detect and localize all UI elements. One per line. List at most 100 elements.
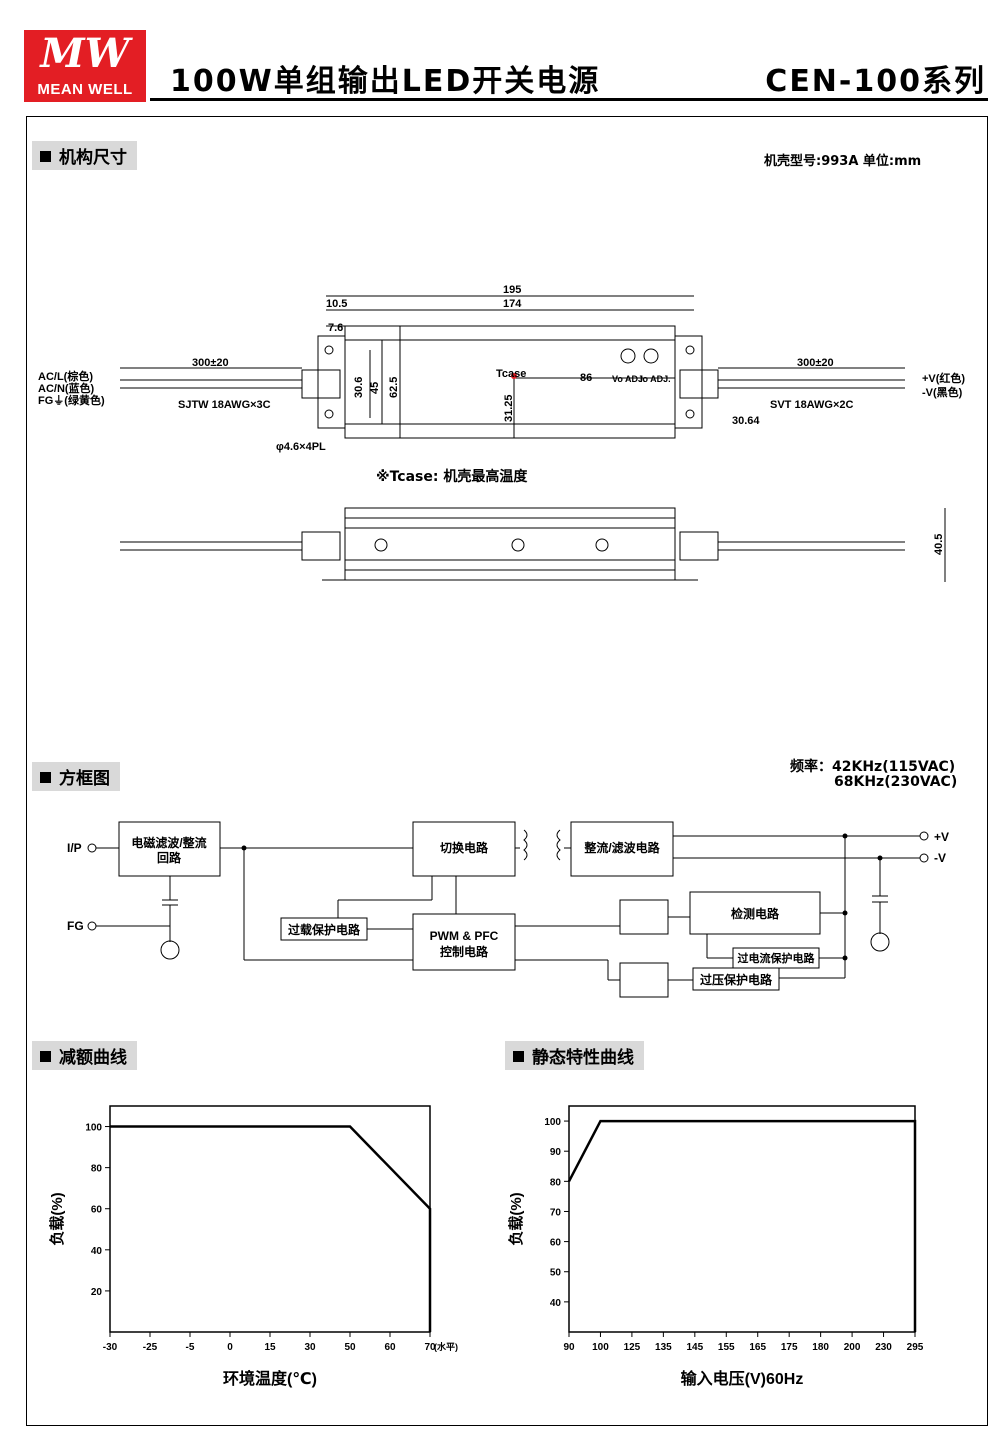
dim-7-6: 7.6 <box>328 322 343 334</box>
content-frame <box>26 116 988 1426</box>
data-point <box>349 1126 351 1128</box>
freq-line1: 频率：42KHz(115VAC) <box>790 759 956 775</box>
data-point <box>109 1126 111 1128</box>
block-pwm <box>412 913 516 971</box>
x-tick-label: 180 <box>812 1342 829 1353</box>
block-rect <box>570 821 674 877</box>
olp-label: 过载保护电路 <box>288 922 361 937</box>
y-tick-label: 40 <box>91 1246 103 1257</box>
x-tick-label: -25 <box>143 1342 158 1353</box>
data-point <box>914 1120 916 1122</box>
y-tick-label: 80 <box>91 1164 103 1175</box>
x-tick-label: 100 <box>592 1342 609 1353</box>
transformer-secondary-icon <box>556 829 561 861</box>
x-tick-label: 135 <box>655 1342 672 1353</box>
block-ovp <box>692 967 780 991</box>
vplus-label: +V <box>934 830 949 844</box>
ip-label: I/P <box>67 841 82 855</box>
header-rule <box>150 98 988 101</box>
x-tick-label: 175 <box>781 1342 798 1353</box>
dim-30-6: 30.6 <box>353 377 365 398</box>
y-tick-label: 20 <box>91 1287 103 1298</box>
derating-label: 减额曲线 <box>59 1048 127 1068</box>
x-tick-label: 230 <box>875 1342 892 1353</box>
rect-label: 整流/滤波电路 <box>583 840 660 855</box>
logo-mark: MW <box>40 30 130 77</box>
x-tick-label: 0 <box>227 1342 233 1353</box>
dim-cable-in: 300±20 <box>192 357 229 369</box>
section-mechanical: 机构尺寸 <box>32 141 137 170</box>
ocp-label: 过电流保护电路 <box>738 951 816 965</box>
dim-body: 174 <box>503 298 522 310</box>
data-point <box>568 1180 570 1182</box>
y-tick-label: 80 <box>550 1177 562 1188</box>
data-point <box>429 1331 431 1333</box>
section-block-label: 方框图 <box>59 769 110 789</box>
x-tick-label: -5 <box>186 1342 195 1353</box>
x-tick-label: 125 <box>624 1342 641 1353</box>
data-point <box>429 1208 431 1210</box>
case-info: 机壳型号:993A 单位:mm <box>764 154 922 169</box>
dim-62-5: 62.5 <box>388 377 400 398</box>
pwm-label-2: 控制电路 <box>440 944 489 959</box>
section-block-diagram: 方框图 <box>32 762 120 791</box>
y-tick-label: 50 <box>550 1268 562 1279</box>
emi-label: 电磁滤波/整流 <box>131 835 206 850</box>
y-tick-label: 70 <box>550 1207 562 1218</box>
section-mechanical-label: 机构尺寸 <box>59 148 127 168</box>
fg-label: FG <box>67 919 84 933</box>
x-axis-label: 输入电压(V)60Hz <box>681 1369 804 1388</box>
x-tick-label: 60 <box>384 1342 396 1353</box>
label-vo-adj: Vo ADJ. <box>612 374 646 384</box>
x-tick-label: 200 <box>844 1342 861 1353</box>
section-static: 静态特性曲线 <box>505 1041 644 1070</box>
label-fg: FG⏚(绿黄色) <box>38 393 105 407</box>
x-tick-label: 50 <box>344 1342 356 1353</box>
tcase-note: ※Tcase: 机壳最高温度 <box>376 469 528 485</box>
dim-cable-out: 300±20 <box>797 357 834 369</box>
x-axis-label: 环境温度(℃) <box>223 1369 317 1388</box>
freq-line2: 68KHz(230VAC) <box>834 774 958 790</box>
switch-label: 切换电路 <box>440 840 489 855</box>
dim-40-5: 40.5 <box>933 534 945 555</box>
data-point <box>599 1120 601 1122</box>
vminus-label: -V <box>934 851 946 865</box>
label-vplus: +V(红色) <box>922 371 965 385</box>
case-side-view <box>344 507 676 581</box>
x-tick-label: 145 <box>686 1342 703 1353</box>
series-line <box>110 1125 432 1332</box>
label-cable-out-type: SVT 18AWG×2C <box>770 399 854 411</box>
logo-text: MEAN WELL <box>37 81 133 98</box>
label-acn: AC/N(蓝色) <box>38 381 95 395</box>
dim-86: 86 <box>580 372 592 384</box>
dim-45: 45 <box>369 382 381 394</box>
label-tcase: Tcase <box>496 368 526 380</box>
detect-label: 检测电路 <box>731 906 780 921</box>
brand-logo: MW MEAN WELL <box>24 30 146 102</box>
x-tick-label: 155 <box>718 1342 735 1353</box>
label-io-adj: Io ADJ. <box>640 374 671 384</box>
label-hole: φ4.6×4PL <box>276 441 326 453</box>
mechanical-drawing: 195 174 10.5 7.6 30.6 45 62.5 31.25 86 3… <box>38 284 965 582</box>
emi-label-2: 回路 <box>157 850 182 865</box>
x-tick-label: 165 <box>749 1342 766 1353</box>
dim-overall: 195 <box>503 284 521 296</box>
ovp-label: 过压保护电路 <box>700 972 773 987</box>
pwm-label-1: PWM & PFC <box>430 929 499 943</box>
x-tick-label: 70 <box>424 1342 436 1353</box>
series-name: CEN-100系列 <box>765 64 986 99</box>
x-tick-label: 295 <box>907 1342 924 1353</box>
y-axis-label: 负载(%) <box>507 1192 525 1245</box>
y-tick-label: 100 <box>85 1123 102 1134</box>
y-tick-label: 100 <box>544 1117 561 1128</box>
x-tick-label: -30 <box>103 1342 118 1353</box>
y-tick-label: 40 <box>550 1298 562 1309</box>
transformer-primary-icon <box>523 829 528 861</box>
y-tick-label: 90 <box>550 1147 562 1158</box>
dim-10-5: 10.5 <box>326 298 347 310</box>
page-title: 100W单组输出LED开关电源 <box>170 64 601 99</box>
block-diagram: I/P FG +V -V 电磁滤波/整流 回路 切换电路 整流/滤波电路 过载保… <box>67 821 949 998</box>
y-tick-label: 60 <box>91 1205 103 1216</box>
